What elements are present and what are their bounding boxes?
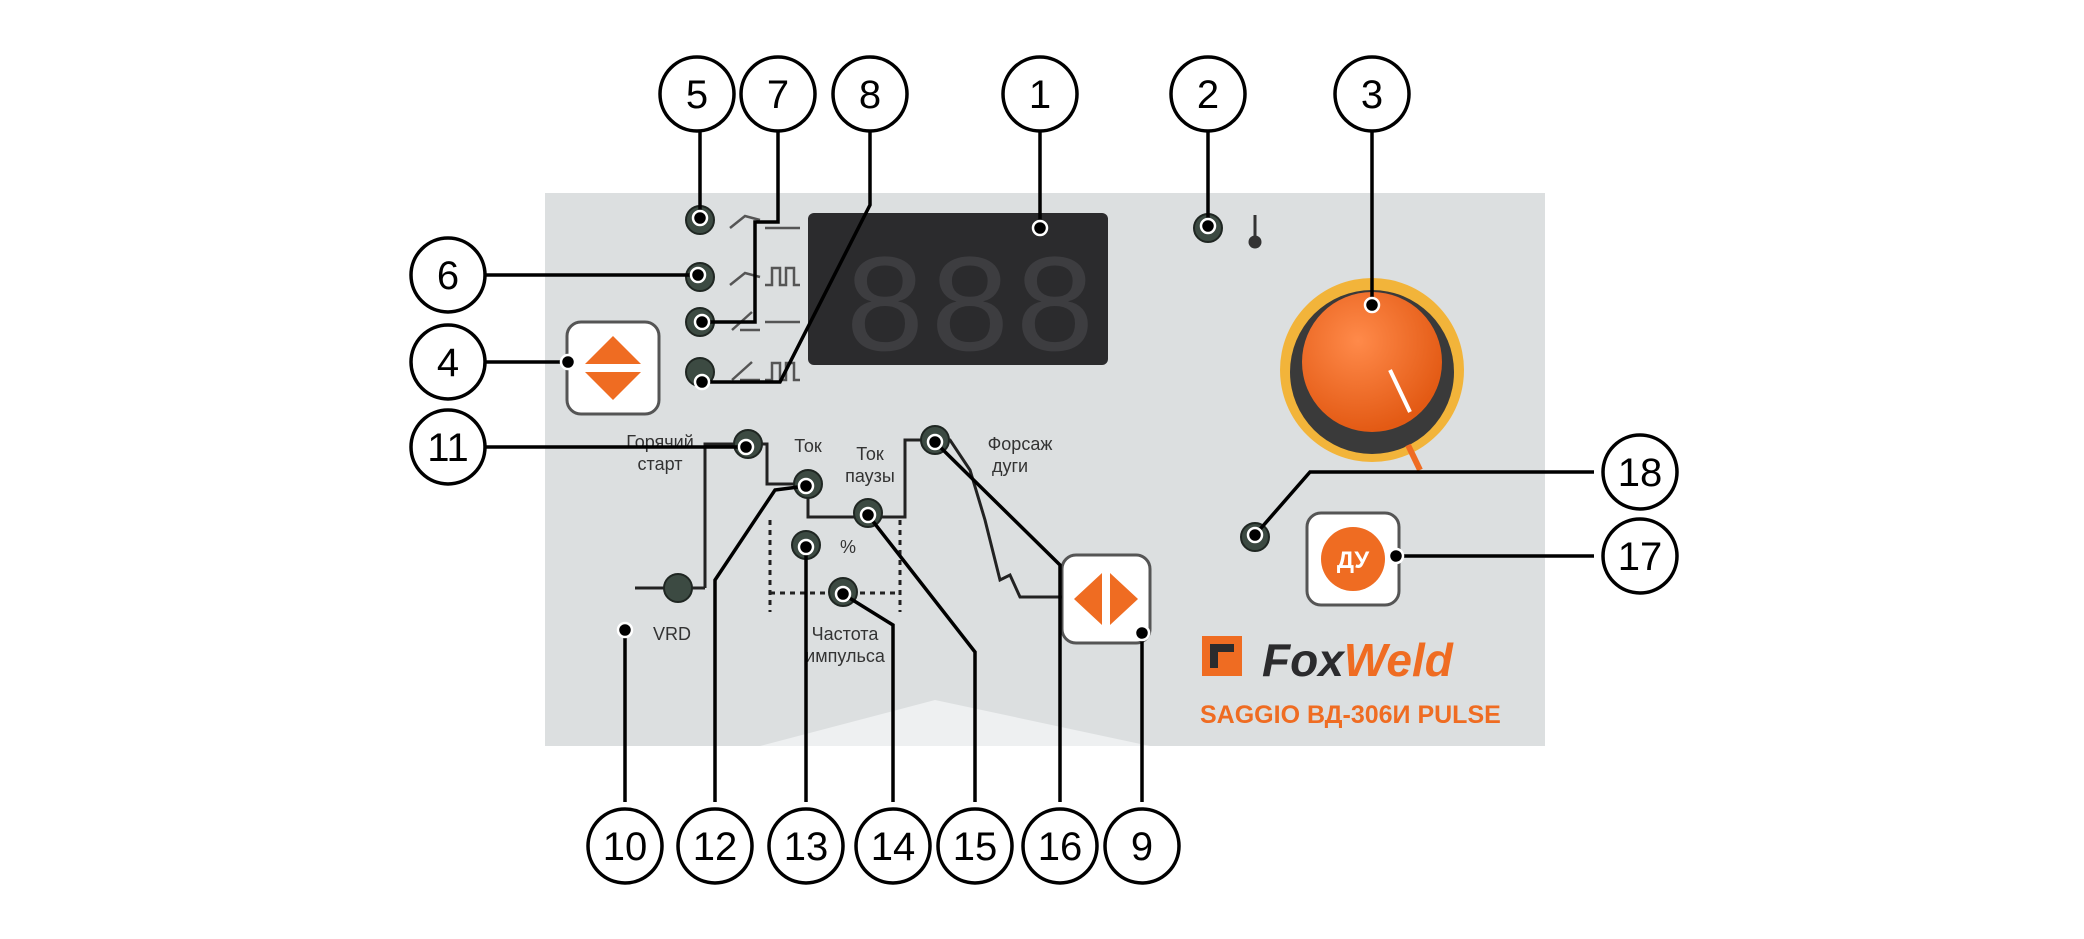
callout-label-16: 16 (1038, 825, 1083, 869)
remote-control-button[interactable]: ДУ (1305, 511, 1401, 607)
display-digit-1: 8 (843, 234, 927, 393)
arrow-down-icon (585, 372, 641, 400)
callout-leaders (482, 130, 1594, 802)
mode-select-button[interactable] (565, 320, 661, 416)
callout-9: 9 (1103, 807, 1181, 885)
mode-symbols (729, 214, 800, 382)
label-pulse-frequency-line1: Частота (812, 624, 880, 644)
callout-15: 15 (936, 807, 1014, 885)
led-vrd (663, 573, 693, 603)
callout-label-15: 15 (953, 825, 998, 869)
callout-label-10: 10 (603, 825, 648, 869)
callout-label-7: 7 (767, 73, 789, 117)
callout-endpoints (559, 209, 1405, 642)
callout-10: 10 (586, 807, 664, 885)
arrow-up-icon (585, 336, 641, 364)
arrow-right-icon (1110, 573, 1138, 625)
brand-name-fox: Fox (1262, 634, 1346, 686)
callout-label-3: 3 (1361, 73, 1383, 117)
callout-7: 7 (739, 55, 817, 133)
knob-pointer (1388, 369, 1412, 413)
leader-18 (1253, 470, 1594, 537)
display-digit-3: 8 (1013, 234, 1097, 393)
torch-pulse-icon (731, 361, 800, 382)
callout-17: 17 (1601, 517, 1679, 595)
callout-label-11: 11 (427, 426, 469, 470)
label-hot-start-line2: старт (638, 454, 683, 474)
label-arc-force-line1: Форсаж (988, 434, 1053, 454)
display-digit-2: 8 (928, 234, 1012, 393)
leader-8 (702, 130, 872, 384)
label-arc-force-line2: дуги (992, 456, 1028, 476)
current-knob[interactable] (1280, 278, 1464, 462)
parameter-select-button[interactable] (1060, 553, 1152, 645)
callout-label-13: 13 (784, 825, 829, 869)
callout-label-18: 18 (1618, 451, 1663, 495)
callout-circles: 1 2 3 4 5 6 7 8 9 10 11 12 13 14 15 16 1… (409, 55, 1679, 885)
label-pulse-frequency-line2: импульса (805, 646, 886, 666)
callout-14: 14 (854, 807, 932, 885)
label-current: Ток (794, 436, 822, 456)
callout-label-14: 14 (871, 825, 916, 869)
callout-6: 6 (409, 236, 487, 314)
display-digits: 8 8 8 (843, 234, 1097, 393)
leader-12 (713, 484, 807, 802)
callout-5: 5 (658, 55, 736, 133)
model-label: SAGGIO ВД-306И PULSE (1200, 701, 1501, 729)
callout-8: 8 (831, 55, 909, 133)
leader-14 (842, 592, 895, 802)
arrow-left-icon (1074, 573, 1102, 625)
callout-label-12: 12 (693, 825, 738, 869)
callout-label-5: 5 (686, 73, 708, 117)
callout-13: 13 (767, 807, 845, 885)
panel-reflection (760, 700, 1150, 746)
callout-label-9: 9 (1131, 825, 1153, 869)
label-hot-start-line1: Горячий (626, 432, 694, 452)
label-vrd: VRD (653, 624, 691, 644)
callout-12: 12 (676, 807, 754, 885)
thermometer-icon (1248, 215, 1262, 249)
callout-label-17: 17 (1618, 535, 1663, 579)
seven-segment-display (808, 213, 1108, 365)
leader-15 (866, 513, 977, 802)
remote-button-label: ДУ (1337, 547, 1370, 574)
callout-3: 3 (1333, 55, 1411, 133)
svg-text:FoxWeld: FoxWeld (1262, 634, 1454, 686)
callout-label-2: 2 (1197, 73, 1219, 117)
callout-label-4: 4 (437, 341, 459, 385)
callout-label-1: 1 (1029, 73, 1051, 117)
electrode-dc-icon (729, 214, 800, 230)
leader-16 (933, 440, 1062, 802)
callout-label-6: 6 (437, 254, 459, 298)
label-pause-current-line2: паузы (845, 466, 895, 486)
knob-cable (1405, 443, 1423, 472)
label-pause-current-line1: Ток (856, 444, 884, 464)
foxweld-logo-mark (1202, 636, 1242, 676)
label-percent: % (840, 537, 856, 557)
leader-7 (702, 130, 780, 324)
callout-16: 16 (1021, 807, 1099, 885)
callout-18: 18 (1601, 433, 1679, 511)
brand-name-weld: Weld (1344, 634, 1454, 686)
callout-4: 4 (409, 323, 487, 401)
brand-logo: FoxWeld (1202, 634, 1454, 686)
callout-11: 11 (409, 408, 487, 486)
callout-label-8: 8 (859, 73, 881, 117)
callout-1: 1 (1001, 55, 1079, 133)
callout-2: 2 (1169, 55, 1247, 133)
